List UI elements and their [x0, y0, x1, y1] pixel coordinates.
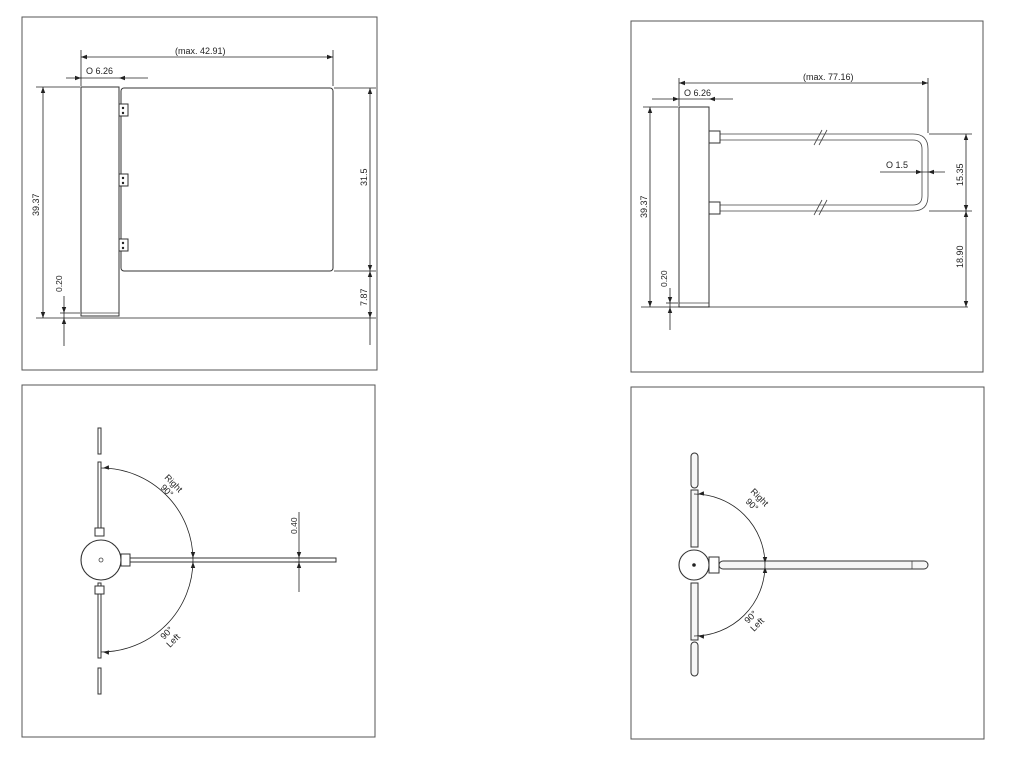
tube-arm-plan [718, 560, 929, 570]
dim-arm-spacing: 15.35 [955, 163, 965, 186]
dim-max-width: (max. 77.16) [803, 72, 854, 82]
panel-side-view-glass-gate: (max. 42.91) O 6.26 39.37 0.20 31.5 7.87 [21, 16, 378, 371]
tube-arm [708, 129, 929, 216]
dim-post-diameter: O 6.26 [684, 88, 711, 98]
dim-floor-gap: 7.87 [359, 288, 369, 306]
glass-panel-plan [129, 557, 337, 563]
panel-plan-view-tube-gate: Right 90° 90° Left [630, 386, 985, 740]
hinge [118, 103, 129, 252]
dim-post-height: 39.37 [31, 193, 41, 216]
dim-base-thickness: 0.20 [659, 270, 669, 287]
panel-side-view-tube-gate: (max. 77.16) O 6.26 39.37 0.20 O 1.5 15.… [630, 20, 984, 373]
dim-arm-height: 18.90 [955, 245, 965, 268]
dim-tube-diameter: O 1.5 [886, 160, 908, 170]
dim-max-width: (max. 42.91) [175, 46, 226, 56]
dim-base-thickness: 0.20 [54, 275, 64, 292]
post-hub [80, 539, 122, 581]
dim-post-diameter: O 6.26 [86, 66, 113, 76]
dim-panel-thickness: 0.40 [289, 517, 299, 534]
glass-panel [120, 87, 334, 272]
post [678, 106, 710, 308]
dim-panel-height: 31.5 [359, 168, 369, 186]
post [80, 86, 120, 317]
panel-plan-view-glass-gate: Right 90° 90° Left 0.40 [21, 384, 376, 738]
dim-post-height: 39.37 [639, 195, 649, 218]
